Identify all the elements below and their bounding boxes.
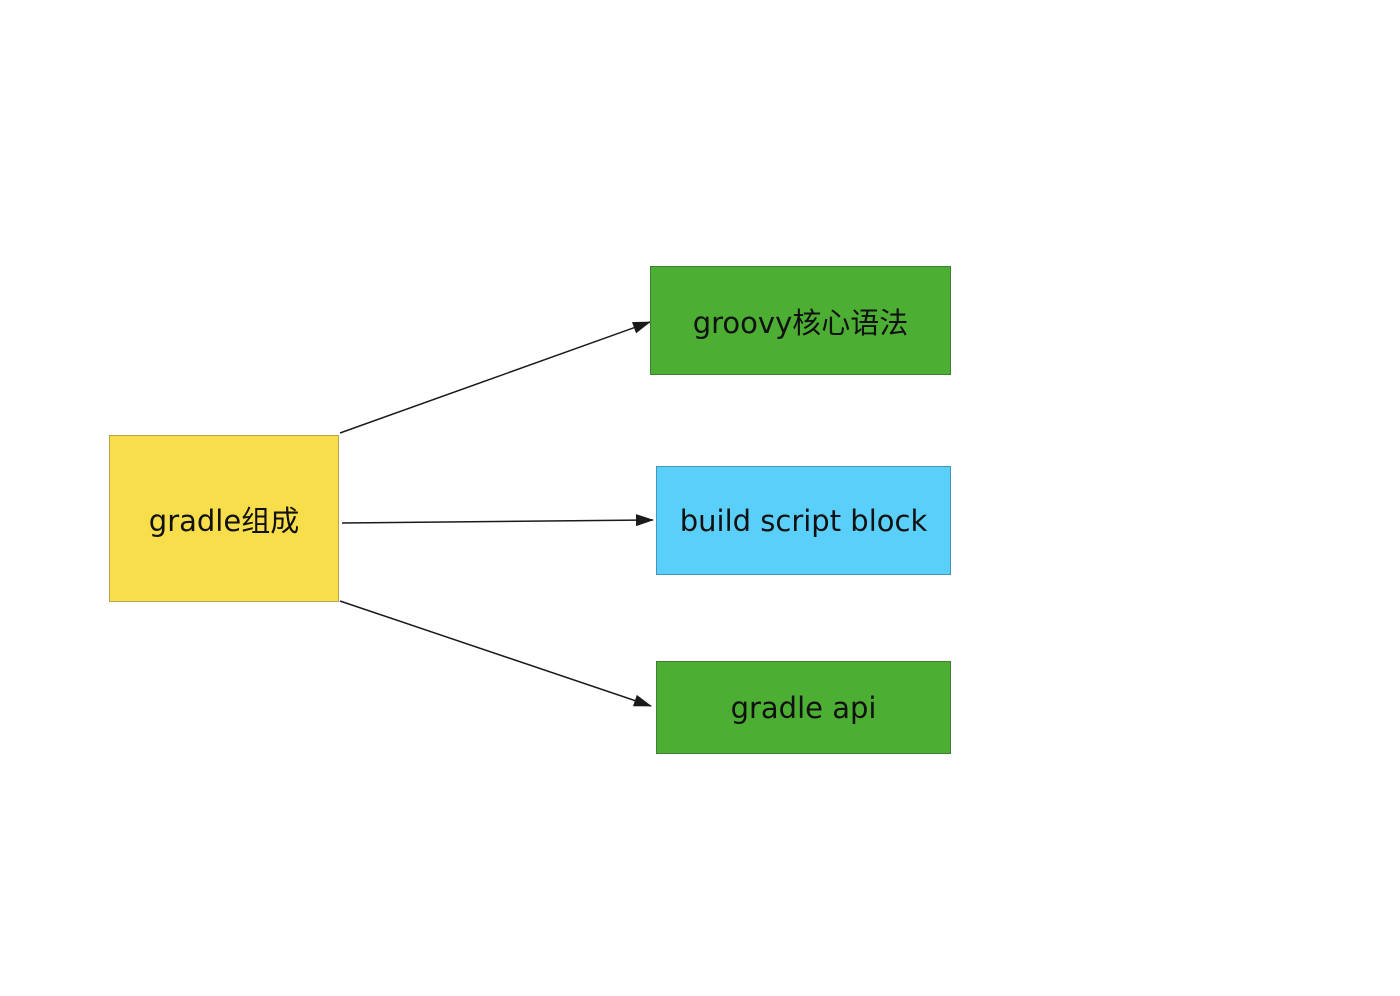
node-build-script-block-label: build script block — [679, 503, 928, 538]
edge-root-to-gradle-api — [339, 600, 652, 707]
node-gradle-api-label: gradle api — [730, 690, 877, 725]
edge-root-to-groovy — [339, 321, 651, 434]
node-groovy-core-syntax: groovy核心语法 — [650, 266, 951, 375]
node-groovy-core-syntax-label: groovy核心语法 — [692, 305, 909, 340]
node-build-script-block: build script block — [656, 466, 951, 575]
node-gradle-api: gradle api — [656, 661, 951, 754]
node-gradle-composition: gradle组成 — [109, 435, 339, 602]
edge-root-to-build-script-block — [341, 514, 654, 527]
node-gradle-composition-label: gradle组成 — [148, 503, 300, 538]
